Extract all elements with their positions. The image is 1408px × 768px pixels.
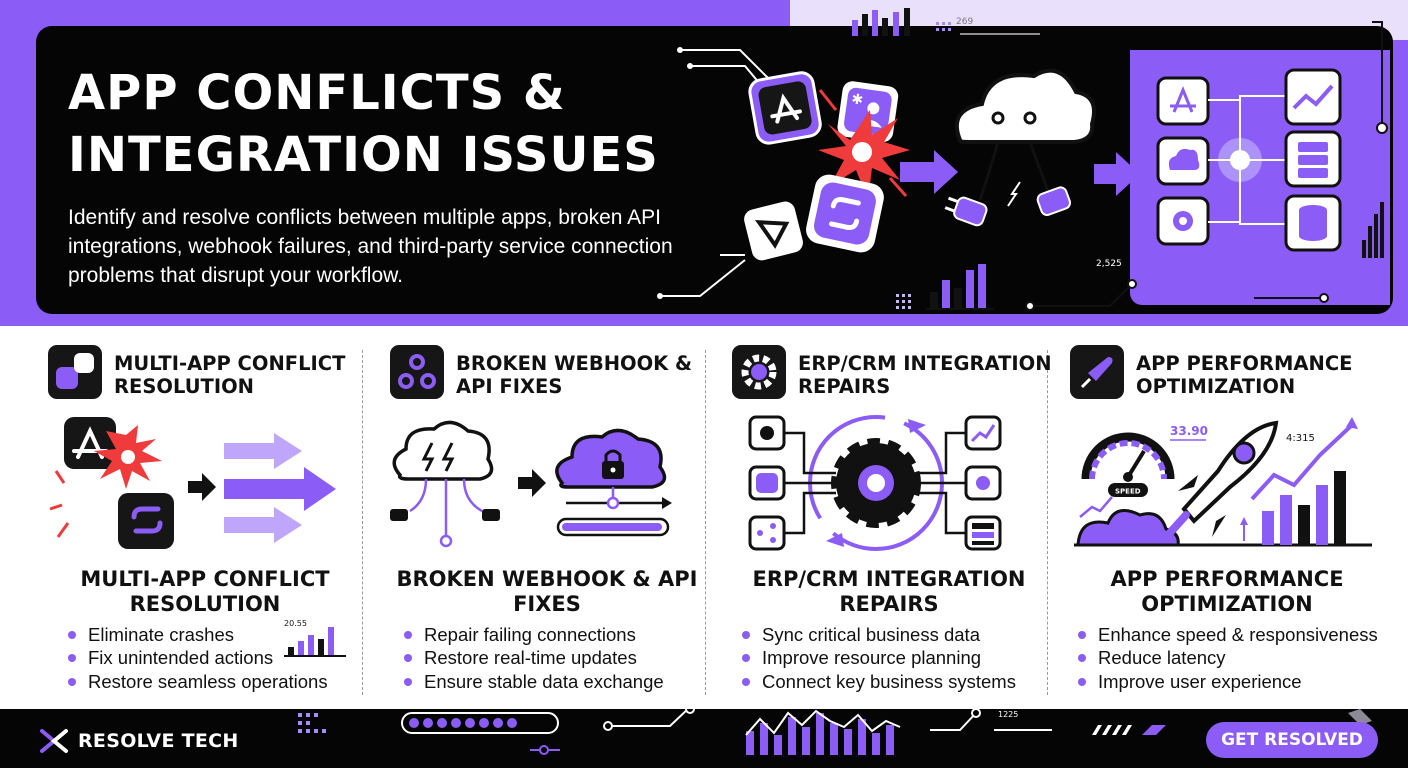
column-divider-1: [362, 350, 363, 695]
feature-header-title: APP PERFORMANCE OPTIMIZATION: [1136, 352, 1353, 398]
feature-header-title: BROKEN WEBHOOK & API FIXES: [456, 352, 693, 398]
feature-title: BROKEN WEBHOOK & API FIXES: [396, 567, 698, 616]
list-item: Ensure stable data exchange: [402, 670, 664, 693]
footer-bar: [0, 709, 1408, 768]
feature-header-title: MULTI-APP CONFLICT RESOLUTION: [114, 352, 346, 398]
list-item: Sync critical business data: [740, 623, 1016, 646]
list-item: Restore real-time updates: [402, 646, 664, 669]
list-item: Reduce latency: [1076, 646, 1378, 669]
app-conflict-icon: [48, 345, 102, 399]
list-item: Fix unintended actions: [66, 646, 328, 669]
performance-illustration: SPEED 33.90 4:315: [1074, 417, 1372, 547]
brand-name: RESOLVE TECH: [78, 730, 239, 752]
feature-header: ERP/CRM INTEGRATION REPAIRS: [732, 345, 1068, 399]
conflict-illustration: [49, 417, 336, 549]
webhook-illustration: [390, 420, 672, 548]
feature-title: ERP/CRM INTEGRATION REPAIRS: [752, 567, 1026, 616]
brand-logo-icon: [40, 729, 68, 753]
stat-b: 4:315: [1286, 433, 1315, 444]
gear-icon: [732, 345, 786, 399]
hero-integration-panel: [1130, 50, 1390, 305]
list-item: Eliminate crashes: [66, 623, 328, 646]
feature-header: BROKEN WEBHOOK & API FIXES: [390, 345, 726, 399]
feature-card-webhook: BROKEN WEBHOOK & API FIXES BROKEN WEBHOO…: [376, 345, 718, 695]
column-divider-2: [705, 350, 706, 695]
feature-header: MULTI-APP CONFLICT RESOLUTION: [48, 345, 384, 399]
feature-card-performance: APP PERFORMANCE OPTIMIZATION SPEED 33.90…: [1056, 345, 1398, 695]
feature-title: APP PERFORMANCE OPTIMIZATION: [1110, 567, 1344, 616]
gauge-label: SPEED: [1115, 488, 1141, 496]
hero-description: Identify and resolve conflicts between m…: [68, 206, 673, 287]
get-resolved-button[interactable]: GET RESOLVED: [1206, 722, 1378, 758]
erp-integration-illustration: [748, 415, 1002, 551]
feature-bullets: Eliminate crashes Fix unintended actions…: [66, 623, 328, 693]
mini-stat: 20.55: [284, 619, 307, 628]
feature-bullets: Sync critical business data Improve reso…: [740, 623, 1016, 693]
list-item: Repair failing connections: [402, 623, 664, 646]
list-item: Connect key business systems: [740, 670, 1016, 693]
feature-bullets: Repair failing connections Restore real-…: [402, 623, 664, 693]
mini-bar-chart-icon: 20.55: [284, 619, 346, 657]
title-line-2: INTEGRATION ISSUES: [68, 127, 659, 183]
webhook-icon: [390, 345, 444, 399]
feature-card-multi-app: MULTI-APP CONFLICT RESOLUTION MULTI-APP …: [34, 345, 376, 695]
feature-bullets: Enhance speed & responsiveness Reduce la…: [1076, 623, 1378, 693]
column-divider-3: [1047, 350, 1048, 695]
list-item: Restore seamless operations: [66, 670, 328, 693]
feature-card-erp: ERP/CRM INTEGRATION REPAIRS ERP/CRM INTE…: [718, 345, 1060, 695]
feature-header-title: ERP/CRM INTEGRATION REPAIRS: [798, 352, 1052, 398]
list-item: Enhance speed & responsiveness: [1076, 623, 1378, 646]
page-title: APP CONFLICTS & INTEGRATION ISSUES: [68, 62, 748, 186]
brand[interactable]: RESOLVE TECH: [38, 725, 239, 757]
feature-title: MULTI-APP CONFLICT RESOLUTION: [80, 567, 330, 616]
list-item: Improve resource planning: [740, 646, 1016, 669]
feature-header: APP PERFORMANCE OPTIMIZATION: [1070, 345, 1406, 399]
list-item: Improve user experience: [1076, 670, 1378, 693]
rocket-icon: [1070, 345, 1124, 399]
stat-a: 33.90: [1170, 424, 1208, 438]
title-line-1: APP CONFLICTS &: [68, 65, 566, 121]
